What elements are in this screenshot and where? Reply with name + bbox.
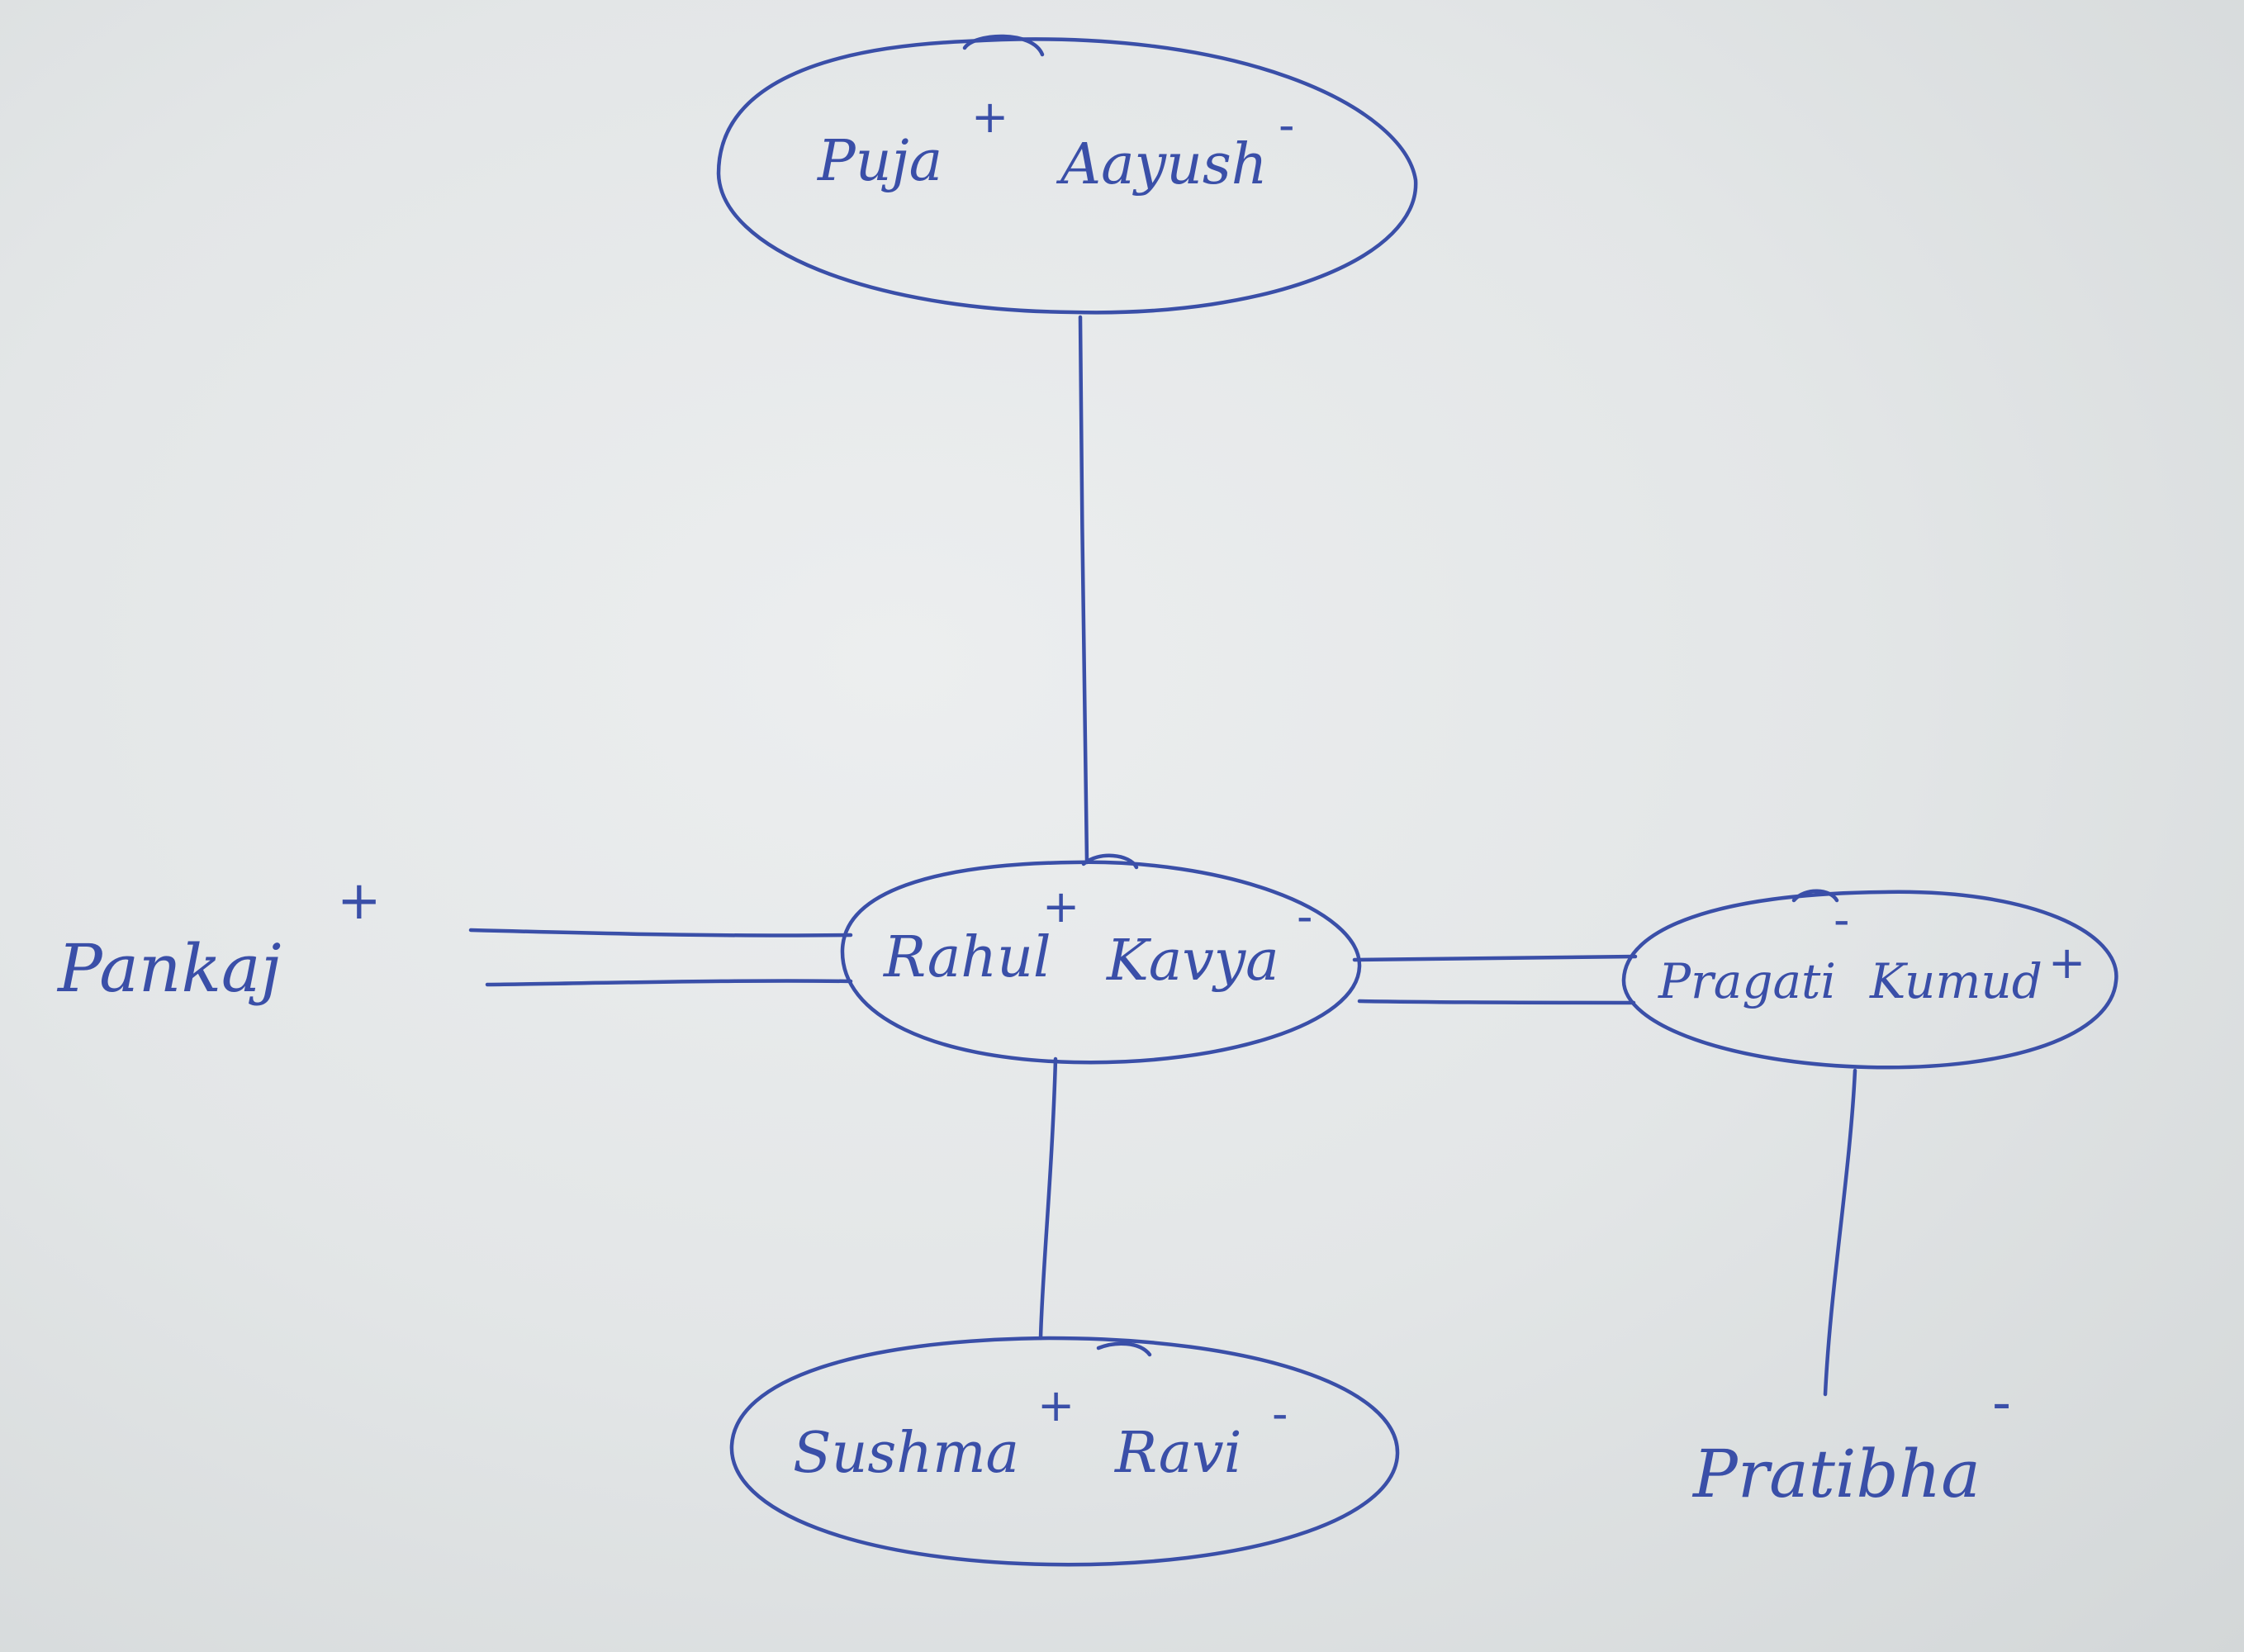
names: Puja + Aayush - Rahul + Kavya - Pragati … bbox=[56, 91, 2085, 1512]
ellipse-top-bump bbox=[962, 34, 1045, 57]
name-pragati: Pragati bbox=[1658, 953, 1836, 1009]
name-kavya: Kavya bbox=[1105, 928, 1279, 994]
sign-aayush: - bbox=[1279, 99, 1295, 151]
line-center-to-bottom bbox=[1038, 1056, 1058, 1341]
couple-ellipses bbox=[716, 34, 2118, 1567]
ellipse-right-bump bbox=[1791, 889, 1839, 903]
ellipse-bottom-bump bbox=[1096, 1341, 1152, 1357]
sign-pragati: - bbox=[1834, 894, 1850, 946]
sign-sushma: + bbox=[1037, 1379, 1075, 1431]
sign-puja: + bbox=[971, 91, 1008, 143]
ellipse-center-couple bbox=[840, 860, 1362, 1065]
name-ravi: Ravi bbox=[1113, 1421, 1241, 1486]
sign-pratibha: - bbox=[1992, 1373, 2011, 1434]
line-center-right-upper bbox=[1352, 954, 1638, 962]
line-top-to-center bbox=[1078, 315, 1089, 865]
ellipse-top-couple bbox=[716, 37, 1418, 315]
sign-rahul: + bbox=[1042, 881, 1079, 933]
name-kumud: Kumud bbox=[1869, 953, 2042, 1009]
name-pratibha: Pratibha bbox=[1691, 1436, 1981, 1512]
ellipse-center-bump bbox=[1081, 853, 1139, 870]
name-puja: Puja bbox=[816, 129, 942, 194]
sign-kumud: + bbox=[2048, 937, 2085, 989]
line-pankaj-lower bbox=[485, 979, 853, 987]
ellipse-bottom-couple bbox=[729, 1336, 1400, 1567]
line-center-right-lower bbox=[1357, 999, 1636, 1005]
sign-pankaj: + bbox=[337, 871, 382, 932]
connectors bbox=[468, 315, 1857, 1397]
sign-ravi: - bbox=[1272, 1388, 1288, 1440]
name-rahul: Rahul bbox=[882, 925, 1051, 990]
line-right-to-pratibha bbox=[1823, 1068, 1857, 1397]
line-pankaj-upper bbox=[468, 928, 853, 938]
sign-kavya: - bbox=[1297, 890, 1313, 942]
name-pankaj: Pankaj bbox=[56, 930, 281, 1007]
name-aayush: Aayush bbox=[1056, 132, 1268, 197]
ellipse-right-couple bbox=[1621, 890, 2118, 1070]
name-sushma: Sushma bbox=[793, 1421, 1019, 1486]
